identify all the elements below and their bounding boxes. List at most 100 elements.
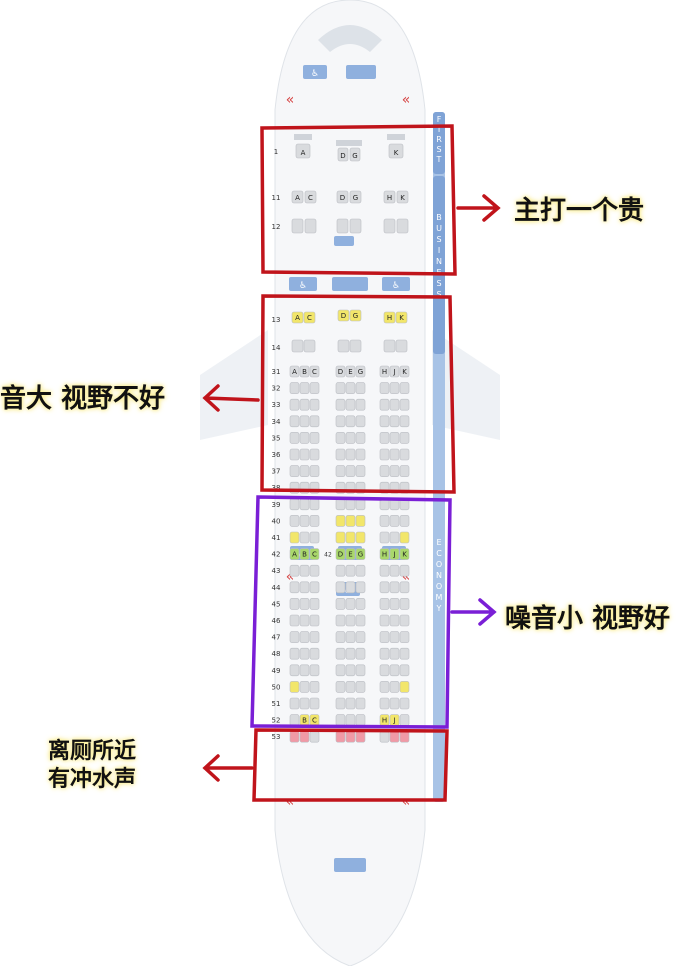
seat: [304, 190, 317, 204]
seat-letter: G: [352, 152, 357, 160]
seat: [299, 564, 310, 577]
seat: [289, 531, 300, 544]
seat: [335, 564, 346, 577]
seat: [379, 681, 390, 693]
seat: [291, 218, 304, 234]
seat: [389, 581, 400, 594]
seat: [299, 515, 310, 527]
seat: [289, 548, 300, 560]
seat-letter: C: [308, 194, 313, 202]
row-number-41: 41: [272, 534, 281, 542]
seat: [309, 448, 320, 461]
seat: [389, 382, 400, 394]
rear-annotation: 离厕所近 有冲水声: [48, 738, 136, 794]
row-number-13: 13: [272, 316, 281, 324]
lavatory-front-left: [303, 65, 327, 79]
seat: [395, 311, 408, 324]
seat-letter: C: [312, 368, 317, 376]
seat: [379, 531, 390, 544]
seat: [345, 498, 356, 511]
seat-letter: D: [340, 194, 345, 202]
front-economy-box: [260, 294, 456, 494]
seat: [335, 531, 346, 544]
seat: [349, 309, 362, 322]
class-business-label-char: S: [436, 290, 441, 299]
seat-letter: J: [392, 551, 395, 559]
seat-letter: D: [341, 312, 346, 320]
row-number-52: 52: [272, 717, 281, 725]
galley-business: [334, 236, 354, 246]
seat: [355, 398, 366, 411]
seat: [399, 564, 410, 577]
class-first-label-char: T: [436, 155, 442, 164]
seat: [336, 218, 349, 234]
row-number-12: 12: [272, 223, 281, 231]
seat: [355, 664, 366, 677]
seat: [389, 730, 400, 743]
seat: [383, 218, 396, 234]
seat: [379, 515, 390, 527]
seat: [379, 365, 390, 378]
seat: [379, 581, 390, 594]
seat: [335, 548, 346, 560]
seat: [399, 631, 410, 643]
seat: [355, 598, 366, 610]
seat-letter: E: [348, 551, 352, 559]
seat: [379, 548, 390, 560]
seat: [309, 398, 320, 411]
class-business-label-char: U: [436, 224, 442, 233]
seat: [355, 697, 366, 710]
seat: [389, 432, 400, 444]
seat: [349, 218, 362, 234]
seat: [303, 311, 316, 324]
seat: [289, 730, 300, 743]
seat: [337, 309, 350, 322]
seat: [304, 218, 317, 234]
seat-letter: A: [292, 368, 297, 376]
seat: [289, 365, 300, 378]
seat: [299, 664, 310, 677]
seat: [289, 564, 300, 577]
premium-arrow: [456, 194, 501, 222]
seat-letter: D: [340, 152, 345, 160]
seat: [379, 564, 390, 577]
exit-chevrons-icon: «: [402, 569, 411, 585]
row-number-43: 43: [272, 567, 281, 575]
seat-letter: G: [353, 312, 358, 320]
seat: [299, 548, 310, 560]
seat: [355, 382, 366, 394]
seat-letter: C: [312, 717, 317, 725]
seat-letter: K: [402, 551, 407, 559]
seat: [289, 614, 300, 627]
row-number-49: 49: [272, 667, 281, 675]
seat: [289, 697, 300, 710]
seat-letter: A: [292, 551, 297, 559]
row-number-44: 44: [272, 584, 281, 592]
seat: [289, 631, 300, 643]
mid-economy-box: [250, 495, 452, 729]
seat: [345, 365, 356, 378]
seat: [299, 647, 310, 660]
seat: [335, 614, 346, 627]
seat: [389, 465, 400, 477]
class-first-label-char: R: [436, 135, 442, 144]
seat: [289, 382, 300, 394]
seat: [345, 415, 356, 428]
seat: [383, 339, 396, 353]
class-economy-label-char: M: [436, 593, 443, 602]
seat: [399, 614, 410, 627]
seat: [355, 581, 366, 594]
seat-letter: J: [392, 368, 395, 376]
seat: [309, 681, 320, 693]
class-business-label-char: S: [436, 235, 441, 244]
premium-annotation: 主打一个贵: [514, 196, 645, 226]
class-business-label-char: B: [436, 213, 442, 222]
rear-arrow: [202, 754, 254, 782]
exit-chevrons-icon: «: [402, 794, 411, 810]
seat: [388, 143, 404, 159]
seat: [345, 548, 356, 560]
seat: [299, 598, 310, 610]
seat: [355, 730, 366, 743]
seat: [389, 365, 400, 378]
